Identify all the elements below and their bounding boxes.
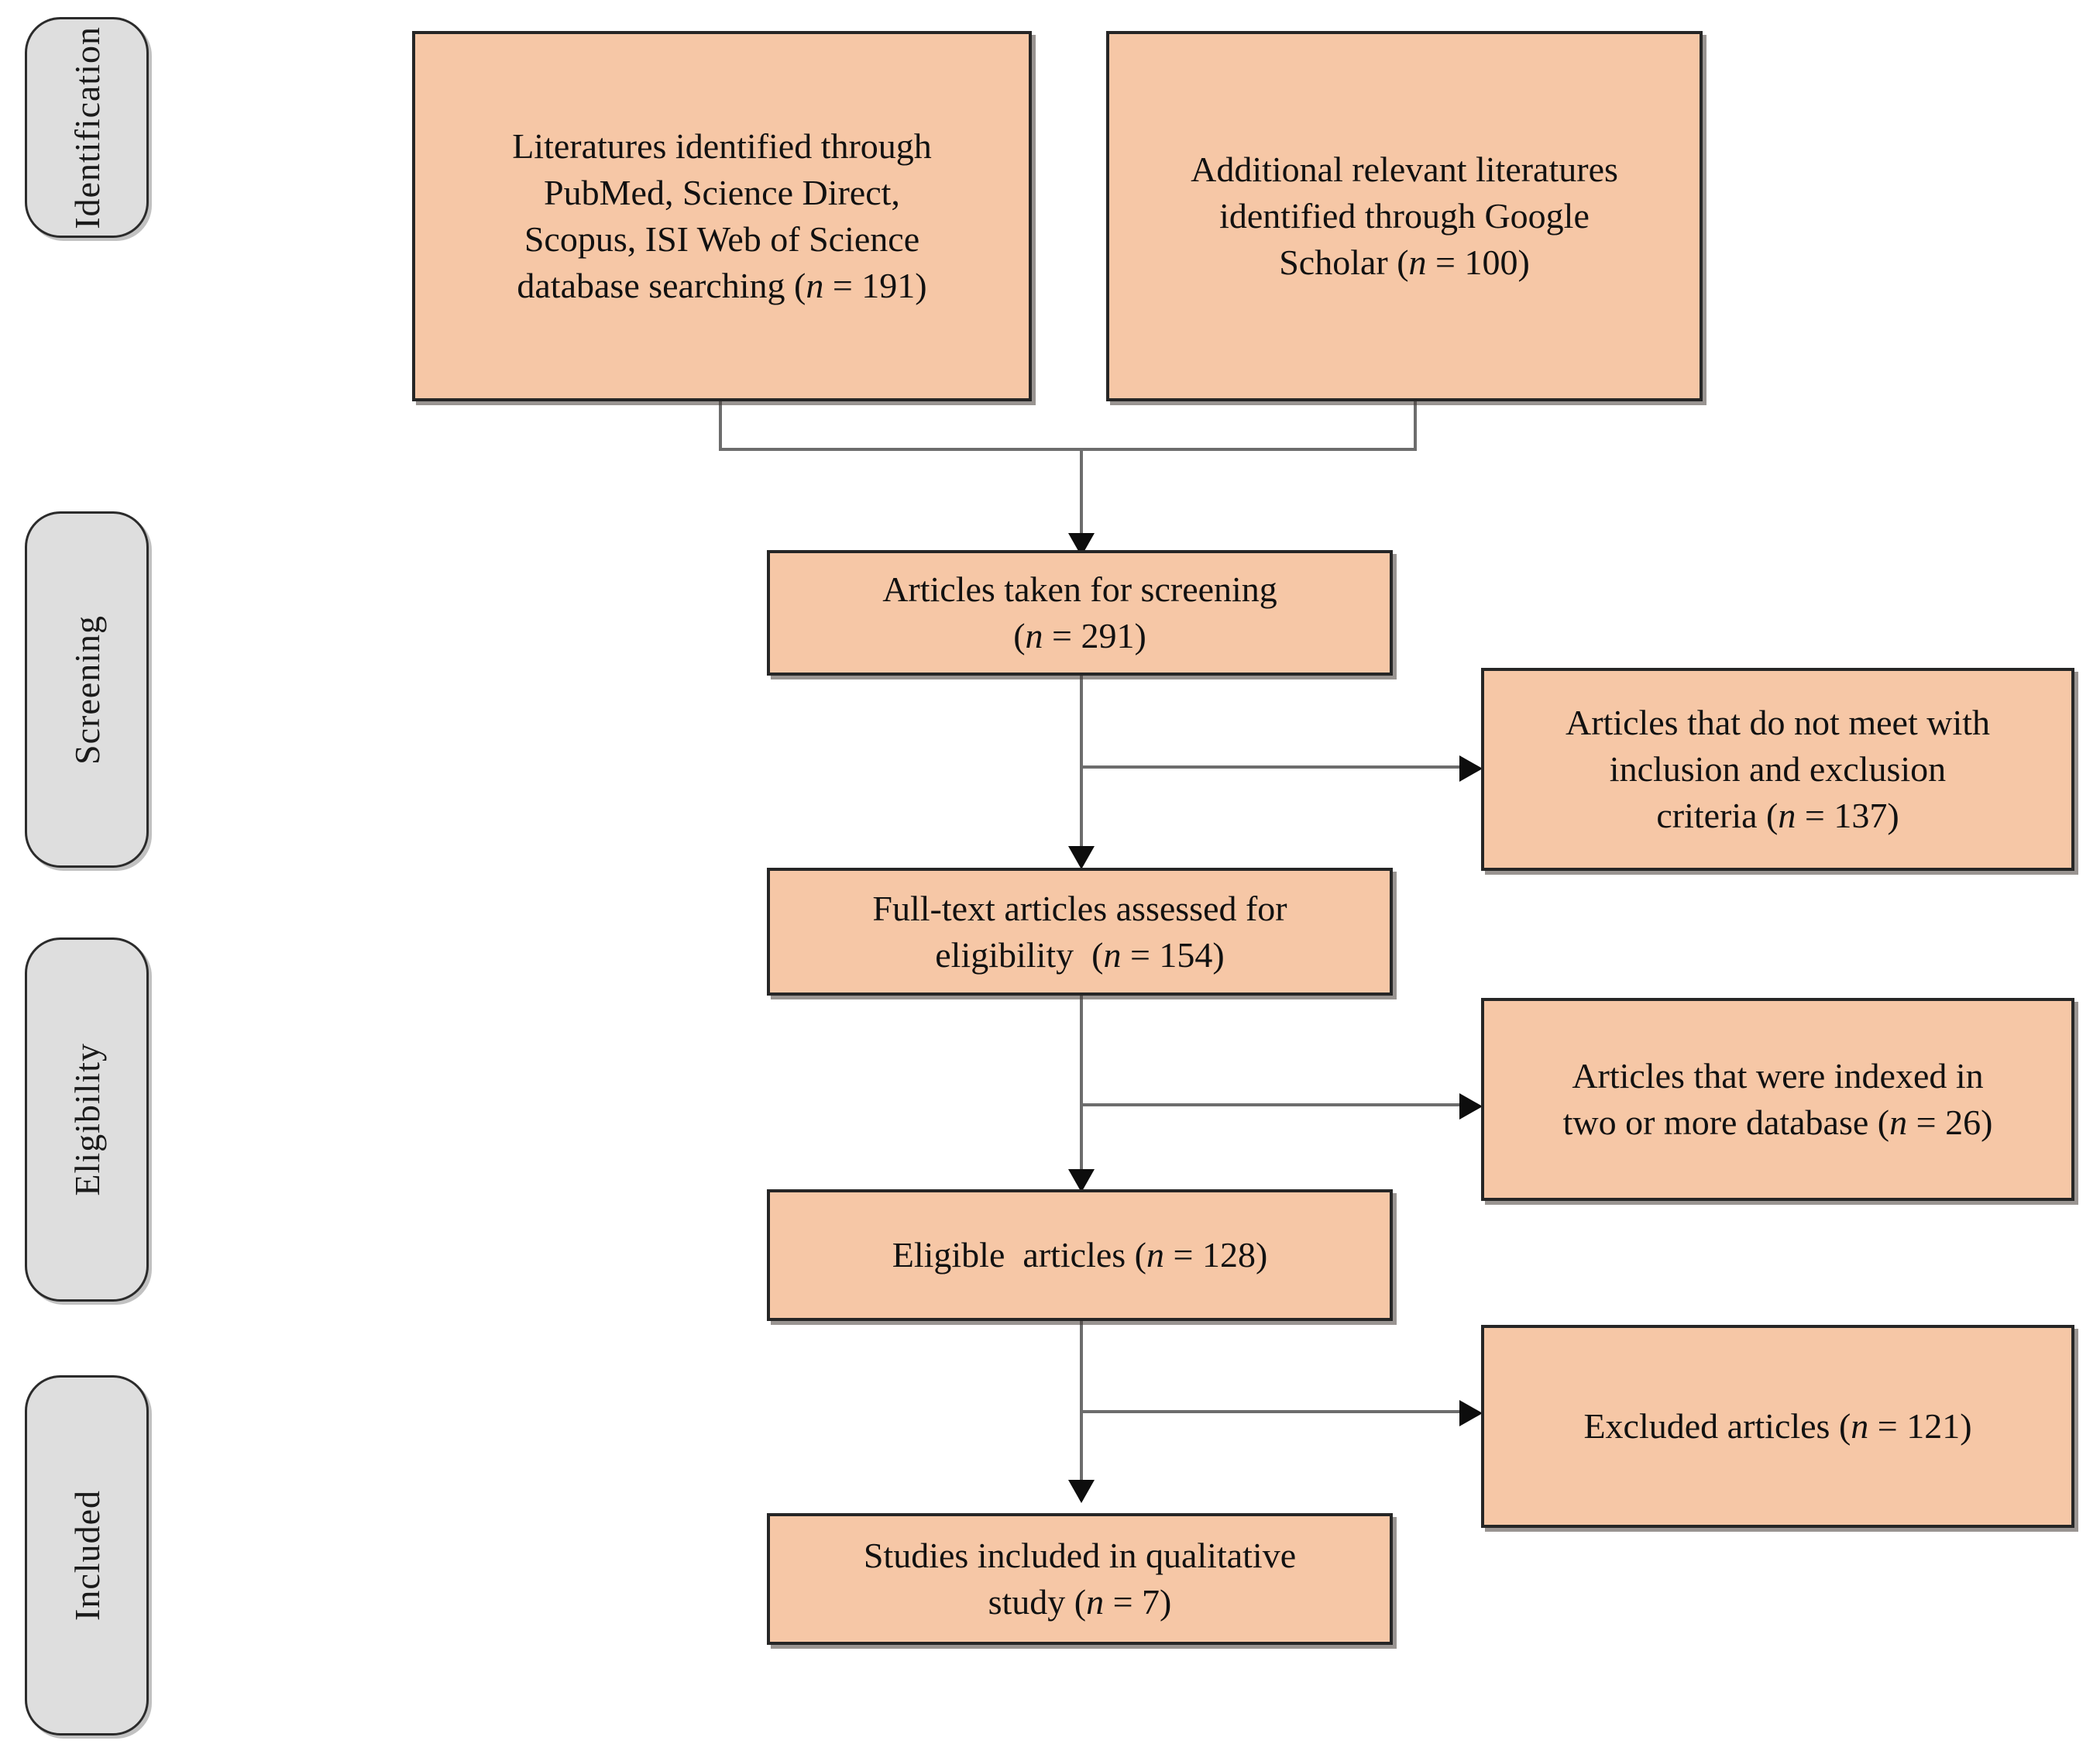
flow-box-excluded-articles: Excluded articles (n = 121) [1481,1325,2074,1528]
connector-screening-to-fulltext [1080,674,1083,852]
connector-database-search-down [719,400,722,451]
stage-label-included: Included [67,1490,107,1621]
stage-pill-screening: Screening [25,511,149,868]
arrowhead-to-studies-included [1068,1480,1095,1503]
stage-label-identification: Identification [67,26,107,229]
flow-box-eligible-articles: Eligible articles (n = 128) [767,1189,1393,1321]
connector-merge-to-screening [1080,448,1083,537]
flow-box-eligible-articles-text: Eligible articles (n = 128) [892,1235,1268,1275]
connector-fulltext-to-eligible [1080,996,1083,1175]
arrowhead-to-fulltext-assessed [1068,846,1095,869]
arrowhead-to-excluded-articles [1459,1400,1483,1426]
stage-pill-included: Included [25,1375,149,1736]
arrowhead-to-duplicate-indexed [1459,1093,1483,1120]
connector-fulltext-branch-right [1081,1103,1461,1106]
connector-screening-branch-right [1081,765,1461,769]
connector-google-scholar-down [1414,400,1417,451]
flow-box-screening-total: Articles taken for screening(n = 291) [767,550,1393,676]
stage-pill-identification: Identification [25,17,149,238]
arrowhead-to-eligible-articles [1068,1169,1095,1192]
stage-label-eligibility: Eligibility [67,1043,107,1196]
connector-identification-merge-bar [719,448,1417,451]
stage-pill-eligibility: Eligibility [25,937,149,1302]
flow-box-excluded-articles-text: Excluded articles (n = 121) [1583,1406,1972,1447]
flow-box-screening-total-text: Articles taken for screening(n = 291) [882,569,1277,655]
arrowhead-to-criteria-excluded [1459,755,1483,782]
connector-eligible-branch-right [1081,1410,1461,1413]
stage-label-screening: Screening [67,614,107,765]
